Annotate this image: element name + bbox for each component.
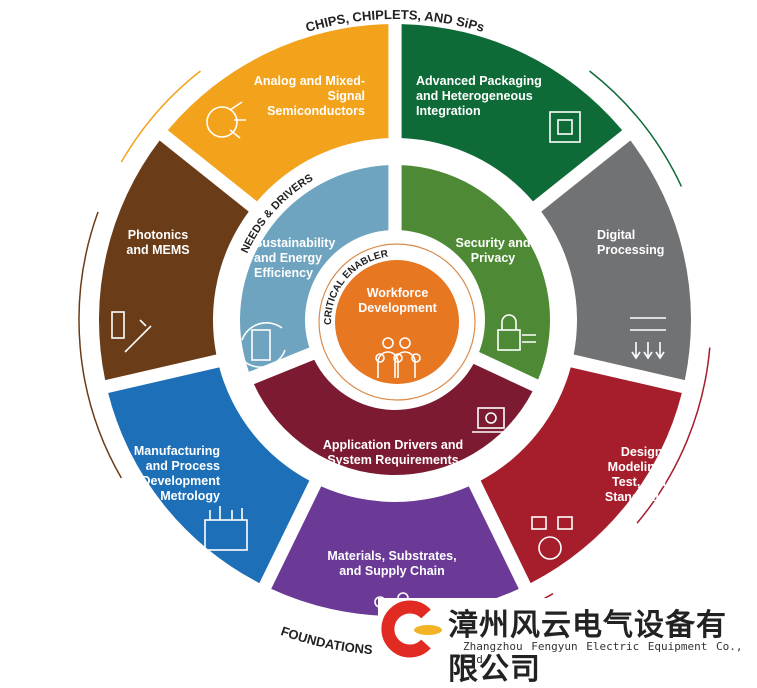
segment-label-manufacturing: Manufacturing and Process Development Me… [133, 444, 220, 503]
company-logo-icon [381, 600, 442, 658]
factory-icon [204, 506, 248, 551]
decorative-arc-line [120, 70, 201, 163]
brain-circuit-icon [206, 101, 246, 139]
segment-label-sustainability: Sustainability and Energy Efficiency [254, 236, 336, 280]
photonics-icon [111, 311, 152, 353]
decorative-arc-line [636, 347, 711, 524]
segment-label-design: Design, Modeling, Test, and Standards [604, 445, 666, 504]
decorative-arc-line [589, 70, 683, 187]
outer-segment-4[interactable] [271, 486, 519, 617]
segment-label-digital: Digital Processing [597, 228, 665, 257]
recycle-building-icon [241, 322, 286, 368]
watermark-banner: 漳州风云电气设备有限公司 Zhangzhou Fengyun Electric … [378, 598, 757, 687]
outer-segment-5[interactable] [108, 367, 310, 584]
binary-arrows-icon [630, 317, 666, 360]
center-circle[interactable] [335, 260, 459, 384]
people-group-icon [375, 337, 421, 378]
segment-label-materials: Materials, Substrates, and Supply Chain [327, 549, 457, 578]
outer-segment-2[interactable] [541, 140, 691, 381]
center-label-workforce: Workforce Development [358, 286, 437, 315]
segment-label-security: Security and Privacy [455, 236, 531, 265]
middle-segment-1[interactable] [401, 165, 550, 380]
outer-segment-1[interactable] [401, 24, 623, 202]
arc-label-chips: CHIPS, CHIPLETS, AND SiPs [304, 7, 486, 35]
middle-segment-2[interactable] [253, 359, 533, 475]
segment-label-photonics: Photonics and MEMS [126, 228, 190, 257]
outer-segment-7[interactable] [167, 24, 389, 202]
segment-label-advanced-packaging: Advanced Packaging and Heterogeneous Int… [416, 74, 542, 118]
segment-label-application: Application Drivers and System Requireme… [322, 438, 464, 467]
middle-segment-3[interactable] [240, 165, 389, 372]
outer-segment-6[interactable] [98, 140, 249, 381]
circuit-chip-icon [549, 111, 581, 143]
arc-label-foundations: FOUNDATIONS [279, 623, 373, 657]
company-name-en: Zhangzhou Fengyun Electric Equipment Co.… [463, 640, 743, 666]
decorative-arc-line [78, 211, 122, 479]
segment-label-analog: Analog and Mixed-Signal Semiconductors [253, 74, 365, 118]
lock-icon [497, 314, 536, 351]
outer-segment-3[interactable] [480, 367, 682, 584]
design-cycle-icon [531, 516, 573, 560]
inner-ring-line [318, 243, 476, 401]
wheel-diagram: CHIPS, CHIPLETS, AND SiPs FOUNDATIONS NE… [78, 7, 711, 657]
laptop-gear-icon [472, 407, 510, 433]
